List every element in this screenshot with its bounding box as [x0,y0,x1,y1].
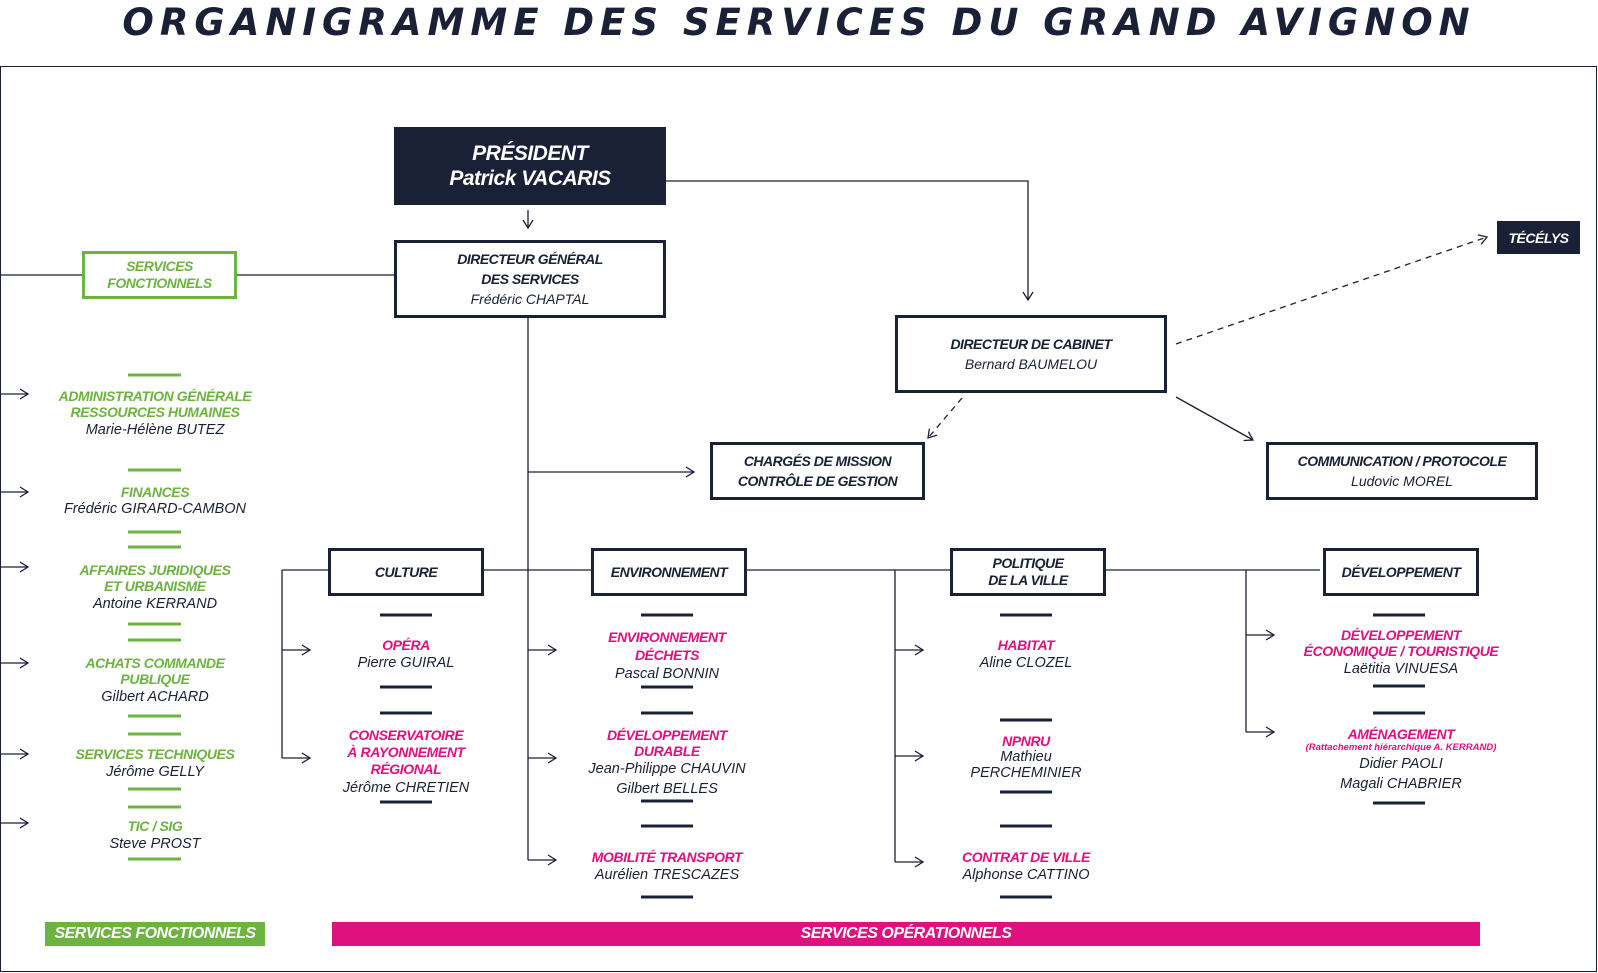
functional-name: Steve PROST [109,836,201,852]
president-name: Patrick VACARIS [449,167,611,190]
developpement-name: Laëtitia VINUESA [1343,661,1459,677]
functional-section: SERVICES TECHNIQUES Jérôme GELLY [40,746,270,782]
functional-section: ACHATS COMMANDE PUBLIQUE Gilbert ACHARD [40,655,270,707]
tecelys-label: TÉCÉLYS [1508,229,1569,246]
dept-environnement-label: ENVIRONNEMENT [610,564,728,580]
president-label: PRÉSIDENT [472,142,588,165]
communication-box: COMMUNICATION / PROTOCOLE Ludovic MOREL [1266,442,1538,500]
culture-title: CONSERVATOIRE À RAYONNEMENT RÉGIONAL [347,727,465,777]
developpement-title: AMÉNAGEMENT [1347,726,1455,742]
communication-name: Ludovic MOREL [1351,473,1453,489]
functional-title: AFFAIRES JURIDIQUES ET URBANISME [79,562,231,594]
dgs-box: DIRECTEUR GÉNÉRAL DES SERVICES Frédéric … [394,240,666,318]
cabinet-name: Bernard BAUMELOU [964,356,1098,372]
politique-title: CONTRAT DE VILLE [962,849,1090,865]
developpement-section: AMÉNAGEMENT (Rattachement hiérarchique A… [1279,726,1523,794]
dept-politique-label: POLITIQUE DE LA VILLE [988,555,1068,588]
functional-name: Frédéric GIRARD-CAMBON [63,501,247,517]
developpement-section: DÉVELOPPEMENT ÉCONOMIQUE / TOURISTIQUE L… [1279,627,1523,679]
dept-environnement-box: ENVIRONNEMENT [591,548,747,596]
dept-developpement-box: DÉVELOPPEMENT [1323,548,1479,596]
dept-culture-box: CULTURE [328,548,484,596]
functional-name: Jérôme GELLY [106,764,204,780]
environnement-name: Aurélien TRESCAZES [594,867,740,883]
developpement-title: DÉVELOPPEMENT ÉCONOMIQUE / TOURISTIQUE [1303,627,1499,659]
tecelys-box: TÉCÉLYS [1497,221,1580,254]
functional-section: TIC / SIG Steve PROST [40,818,270,854]
culture-section: CONSERVATOIRE À RAYONNEMENT RÉGIONAL Jér… [316,727,496,798]
environnement-title: MOBILITÉ TRANSPORT [591,849,743,865]
functional-title: SERVICES TECHNIQUES [75,746,235,762]
politique-title: HABITAT [997,637,1055,653]
functional-section: AFFAIRES JURIDIQUES ET URBANISME Antoine… [40,562,270,614]
communication-label: COMMUNICATION / PROTOCOLE [1297,453,1507,469]
environnement-title: ENVIRONNEMENT DÉCHETS [608,629,726,663]
politique-section: NPNRU Mathieu PERCHEMINIER [926,733,1126,781]
functional-title: ADMINISTRATION GÉNÉRALE RESSOURCES HUMAI… [58,388,252,420]
services-fonctionnels-box: SERVICES FONCTIONNELS [82,251,237,299]
page-title: ORGANIGRAMME DES SERVICES DU GRAND AVIGN… [122,1,1476,44]
cabinet-box: DIRECTEUR DE CABINET Bernard BAUMELOU [895,315,1167,393]
president-box: PRÉSIDENT Patrick VACARIS [394,127,666,205]
dept-politique-box: POLITIQUE DE LA VILLE [950,548,1106,596]
functional-title: FINANCES [120,484,190,500]
dgs-label: DIRECTEUR GÉNÉRAL DES SERVICES [457,251,603,287]
charges-box: CHARGÉS DE MISSION CONTRÔLE DE GESTION [710,442,925,500]
culture-name: Pierre GUIRAL [357,655,455,671]
functional-title: ACHATS COMMANDE PUBLIQUE [85,655,225,687]
environnement-section: MOBILITÉ TRANSPORT Aurélien TRESCAZES [567,849,767,885]
cabinet-label: DIRECTEUR DE CABINET [950,336,1112,352]
functional-name: Marie-Hélène BUTEZ [85,422,225,438]
charges-label: CHARGÉS DE MISSION CONTRÔLE DE GESTION [737,453,898,489]
environnement-title: DÉVELOPPEMENT DURABLE [606,727,728,759]
functional-name: Antoine KERRAND [92,596,218,612]
dgs-name: Frédéric CHAPTAL [470,291,590,307]
politique-section: CONTRAT DE VILLE Alphonse CATTINO [926,849,1126,885]
environnement-section: ENVIRONNEMENT DÉCHETS Pascal BONNIN [567,628,767,684]
dept-developpement-label: DÉVELOPPEMENT [1341,564,1461,580]
developpement-note: (Rattachement hiérarchique A. KERRAND) [1305,742,1497,753]
developpement-name: Didier PAOLI Magali CHABRIER [1340,756,1462,792]
dept-culture-label: CULTURE [374,564,438,580]
politique-section: HABITAT Aline CLOZEL [926,637,1126,673]
politique-name: Mathieu PERCHEMINIER [970,749,1082,781]
functional-title: TIC / SIG [127,818,183,834]
chart-frame [0,66,1597,972]
culture-title: OPÉRA [382,637,430,653]
politique-title: NPNRU [1002,733,1050,749]
footer-fonctionnels-bar: SERVICES FONCTIONNELS [45,922,265,946]
culture-name: Jérôme CHRETIEN [342,780,470,796]
environnement-section: DÉVELOPPEMENT DURABLE Jean-Philippe CHAU… [567,727,767,799]
environnement-name: Jean-Philippe CHAUVIN Gilbert BELLES [588,761,746,797]
services-fonctionnels-label: SERVICES FONCTIONNELS [107,258,212,291]
environnement-name: Pascal BONNIN [615,666,719,682]
functional-name: Gilbert ACHARD [101,689,209,705]
politique-name: Aline CLOZEL [979,655,1073,671]
functional-section: FINANCES Frédéric GIRARD-CAMBON [40,484,270,518]
culture-section: OPÉRA Pierre GUIRAL [316,637,496,673]
politique-name: Alphonse CATTINO [962,867,1090,883]
footer-operationnels-bar: SERVICES OPÉRATIONNELS [332,922,1480,946]
functional-section: ADMINISTRATION GÉNÉRALE RESSOURCES HUMAI… [40,388,270,440]
